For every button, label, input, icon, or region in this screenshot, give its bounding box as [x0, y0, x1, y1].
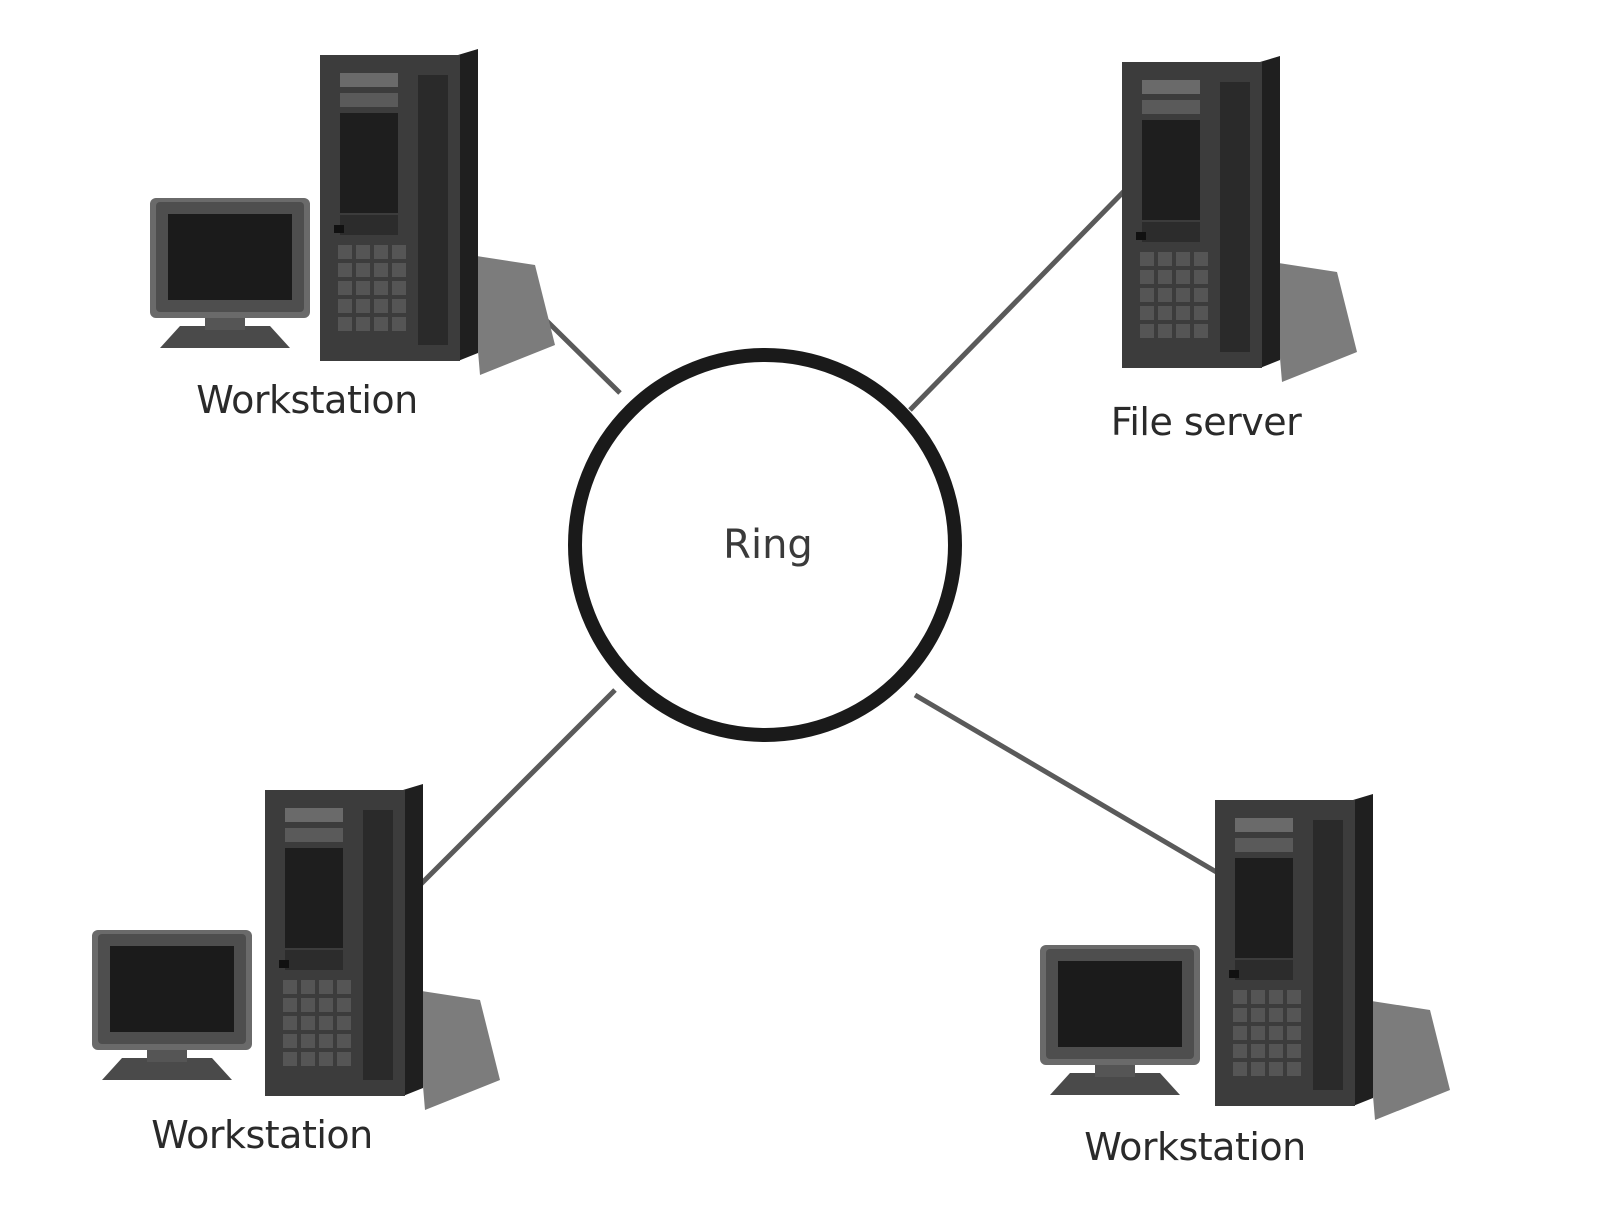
monitor-icon	[92, 930, 252, 1080]
node-label: Workstation	[151, 1113, 373, 1157]
connection-lines	[418, 178, 1232, 887]
link-bottom-left	[418, 688, 617, 887]
link-top-right	[908, 178, 1137, 412]
node-label: File server	[1111, 400, 1302, 444]
ring-circle	[568, 348, 962, 742]
workstation-node-bottom-right: Workstation	[1040, 794, 1450, 1169]
file-server-node: File server	[1111, 56, 1357, 444]
workstation-node-bottom-left: Workstation	[92, 784, 500, 1157]
link-bottom-right	[913, 692, 1232, 883]
tower-icon	[320, 49, 555, 375]
ring-label: Ring	[723, 522, 813, 568]
server-tower-icon	[1122, 56, 1357, 382]
tower-icon	[1215, 794, 1450, 1120]
node-label: Workstation	[196, 378, 418, 422]
monitor-icon	[1040, 945, 1200, 1095]
ring-node: Ring	[568, 348, 962, 742]
monitor-icon	[150, 198, 310, 348]
workstation-node-top-left: Workstation	[150, 49, 555, 422]
tower-icon	[265, 784, 500, 1110]
node-label: Workstation	[1084, 1125, 1306, 1169]
